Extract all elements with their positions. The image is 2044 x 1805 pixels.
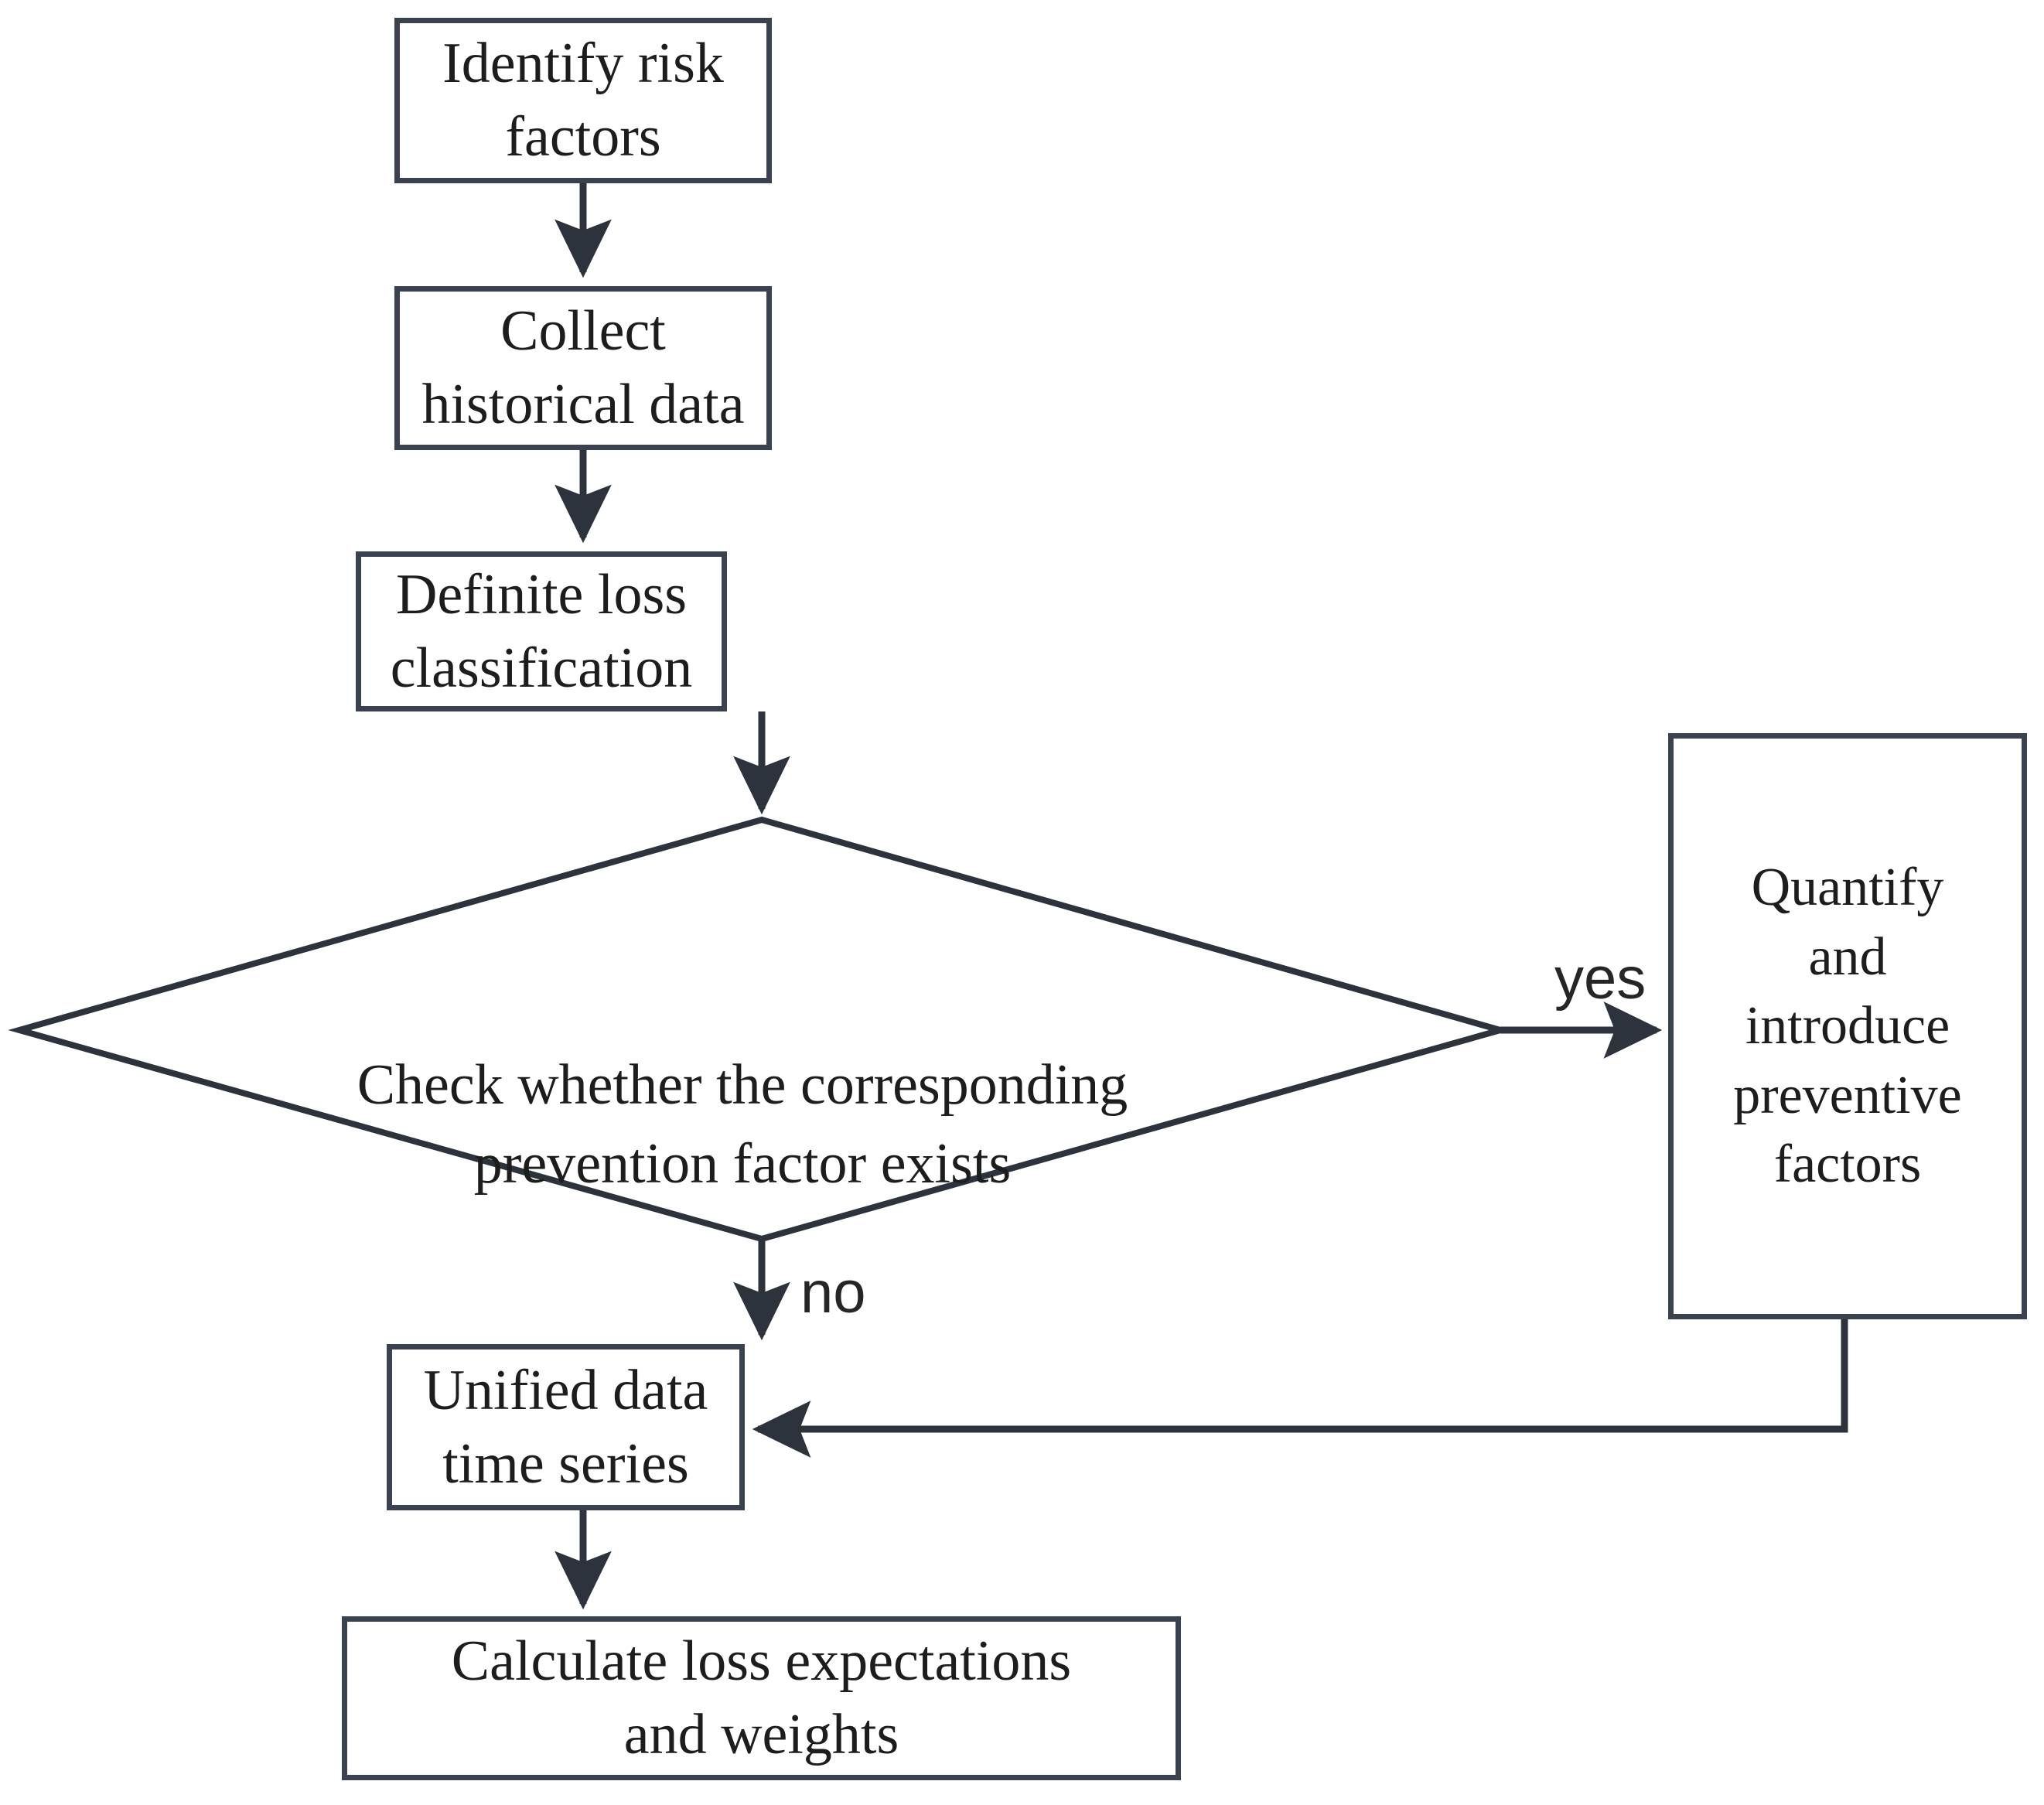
node-calculate-loss-expectations[interactable]: Calculate loss expectations and weights: [342, 1616, 1181, 1780]
connector-quantify-unified: [752, 1319, 1848, 1458]
node-decision-check-prevention-factor[interactable]: Check whether the corresponding preventi…: [232, 967, 1253, 1203]
node-collect-historical-data[interactable]: Collect historical data: [394, 286, 772, 450]
node-identify-risk-factors[interactable]: Identify risk factors: [394, 18, 772, 183]
node-unified-data-time-series-label: Unified data time series: [423, 1358, 708, 1496]
node-unified-data-time-series[interactable]: Unified data time series: [387, 1344, 745, 1510]
edge-label-no: no: [800, 1260, 866, 1326]
node-quantify-introduce-preventive-factors[interactable]: Quantify and introduce preventive factor…: [1668, 733, 2027, 1319]
node-decision-label: Check whether the corresponding preventi…: [357, 1053, 1128, 1196]
node-collect-historical-data-label: Collect historical data: [421, 299, 745, 436]
node-quantify-label: Quantify and introduce preventive factor…: [1733, 858, 1962, 1195]
node-calculate-loss-expectations-label: Calculate loss expectations and weights: [451, 1629, 1072, 1766]
edge-label-yes: yes: [1554, 946, 1646, 1012]
node-identify-risk-factors-label: Identify risk factors: [442, 32, 724, 169]
node-definite-loss-classification[interactable]: Definite loss classification: [356, 551, 727, 711]
node-definite-loss-classification-label: Definite loss classification: [390, 562, 693, 700]
